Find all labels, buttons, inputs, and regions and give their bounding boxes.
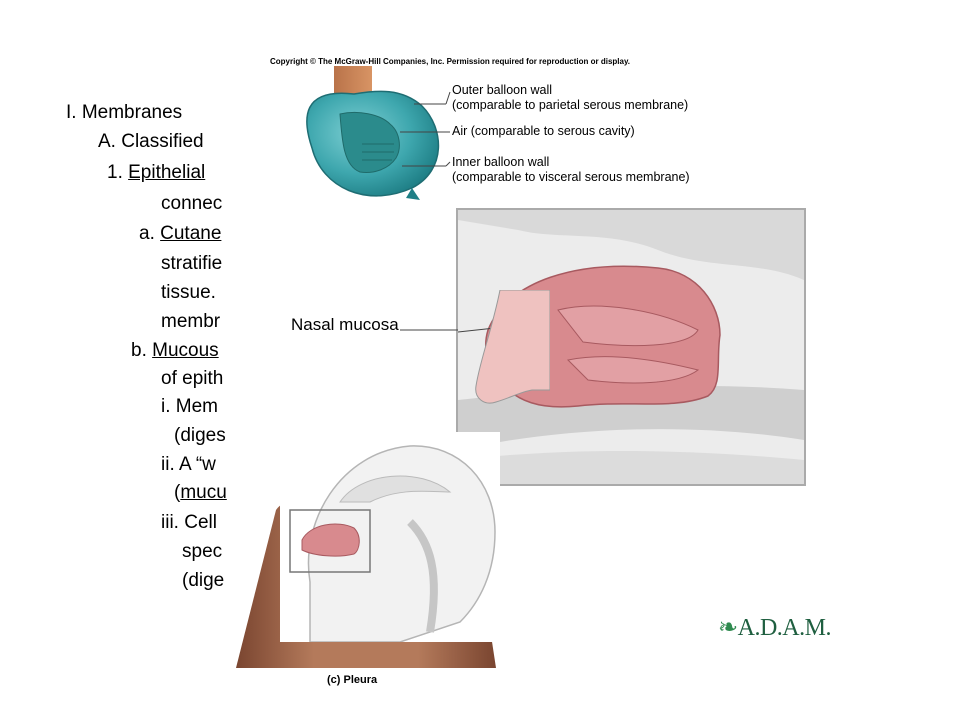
nose-profile bbox=[475, 290, 550, 404]
figure-caption: (c) Pleura bbox=[327, 674, 378, 686]
outline-line: ii. A “w bbox=[161, 454, 216, 475]
outline-line: i. Mem bbox=[161, 396, 218, 417]
outline-line: A. Classified bbox=[98, 131, 204, 152]
head-cross-section-illustration bbox=[280, 432, 500, 643]
outline-line: b. Mucous bbox=[131, 340, 219, 361]
leaf-icon: ❧ bbox=[718, 615, 738, 641]
outline-line: iii. Cell bbox=[161, 512, 217, 533]
outline-line: of epith bbox=[161, 368, 224, 389]
nasal-mucosa-label: Nasal mucosa bbox=[291, 315, 399, 334]
outline-line: (diges bbox=[174, 425, 226, 446]
callout-inner-wall: Inner balloon wall (comparable to viscer… bbox=[452, 155, 690, 184]
callout-outer-wall: Outer balloon wall (comparable to pariet… bbox=[452, 83, 689, 112]
nasal-leader-line bbox=[400, 329, 458, 331]
outline-line: spec bbox=[182, 541, 223, 562]
balloon-illustration bbox=[306, 66, 451, 200]
outline-line: 1. Epithelial bbox=[107, 162, 206, 183]
outline-line: connec bbox=[161, 193, 223, 214]
balloon-figure: Copyright © The McGraw-Hill Companies, I… bbox=[262, 48, 722, 204]
outline-line: (dige bbox=[182, 570, 225, 591]
outline-line: (mucu bbox=[174, 482, 227, 503]
outline-heading: I. Membranes bbox=[66, 102, 183, 123]
head-cross-section-figure bbox=[280, 432, 500, 643]
outline-line: membr bbox=[161, 311, 221, 332]
copyright-notice: Copyright © The McGraw-Hill Companies, I… bbox=[270, 57, 631, 66]
outline-line: stratifie bbox=[161, 253, 223, 274]
adam-logo: ❧A.D.A.M. bbox=[718, 615, 831, 641]
callout-air: Air (comparable to serous cavity) bbox=[452, 124, 635, 138]
outline-line: a. Cutane bbox=[139, 223, 222, 244]
outline-line: tissue. bbox=[161, 282, 216, 303]
